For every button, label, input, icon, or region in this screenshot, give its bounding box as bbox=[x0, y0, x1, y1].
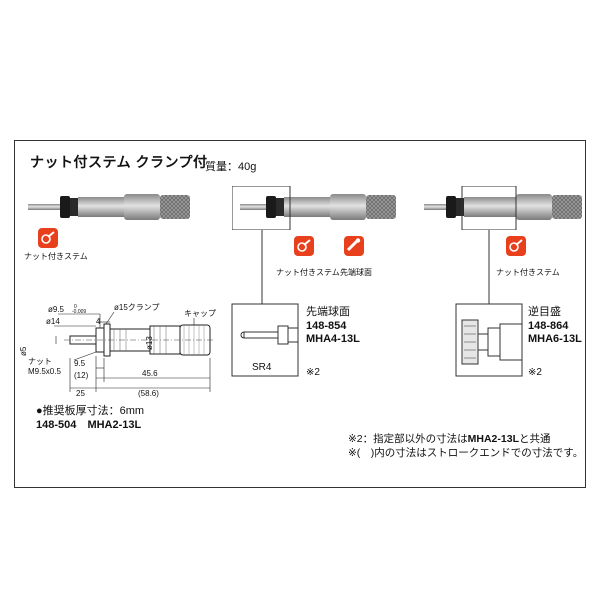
recommend-model: MHA2-13L bbox=[87, 419, 142, 431]
variant-2-code: 148-864 bbox=[528, 320, 569, 332]
micrometer-head-photo-reverse bbox=[424, 186, 582, 230]
dim-dia-9-5: ø9.5 bbox=[48, 305, 65, 314]
variant-1-title: 先端球面 bbox=[306, 306, 350, 318]
nut-stem-icon-1 bbox=[38, 228, 58, 248]
footnote-1: ※2：指定部以外の寸法はMHA2-13Lと共通 bbox=[348, 432, 550, 446]
recommended-plate-thickness: ●推奨板厚寸法：6mm 148-504 MHA2-13L bbox=[36, 402, 144, 431]
dim-45-6: 45.6 bbox=[142, 369, 158, 378]
dim-nut-thread: M9.5x0.5 bbox=[28, 367, 61, 376]
spherical-tip-label: 先端球面 bbox=[340, 268, 372, 277]
variant-2-title: 逆目盛 bbox=[528, 306, 561, 318]
variant-1-model: MHA4-13L bbox=[306, 333, 360, 345]
dim-12: (12) bbox=[74, 371, 89, 380]
footnote-1-post: と共通 bbox=[518, 433, 551, 445]
weight-label: 質量：40g bbox=[205, 161, 257, 173]
variant-1-radius: SR4 bbox=[252, 362, 272, 373]
variant-2-note-mark: ※2 bbox=[528, 367, 542, 378]
footnote-1-pre: ※2：指定部以外の寸法は bbox=[348, 433, 468, 445]
footnote-2: ※( )内の寸法はストロークエンドでの寸法です。 bbox=[348, 447, 584, 459]
nut-stem-label-3: ナット付きステム bbox=[496, 268, 560, 277]
recommend-code: 148-504 bbox=[36, 419, 77, 431]
product-frame bbox=[14, 140, 586, 488]
nut-stem-label-1: ナット付きステム bbox=[24, 252, 88, 261]
micrometer-head-photo-spherical bbox=[232, 186, 396, 230]
dim-cap: キャップ bbox=[184, 309, 216, 318]
dim-58-6: (58.6) bbox=[138, 389, 159, 398]
recommend-text: ●推奨板厚寸法：6mm bbox=[36, 405, 145, 417]
nut-stem-icon-3 bbox=[506, 236, 526, 256]
micrometer-head-photo-main bbox=[28, 194, 190, 220]
variant-1-note-mark: ※2 bbox=[306, 367, 320, 378]
nut-stem-label-2: ナット付きステム bbox=[276, 268, 340, 277]
nut-stem-icon-2 bbox=[294, 236, 314, 256]
dim-tol-lower: -0.009 bbox=[72, 309, 86, 315]
footnote-1-model: MHA2-13L bbox=[467, 433, 519, 445]
dim-tol-upper: 0 bbox=[74, 304, 77, 310]
spherical-tip-icon bbox=[344, 236, 364, 256]
dim-clamp: ø15クランプ bbox=[114, 303, 160, 312]
dim-dia-14: ø14 bbox=[46, 317, 60, 326]
section-heading: ナット付ステム クランプ付 bbox=[30, 154, 208, 170]
dim-nut-label: ナット bbox=[28, 357, 52, 366]
variant-2-model: MHA6-13L bbox=[528, 333, 582, 345]
dim-25: 25 bbox=[76, 389, 85, 398]
dim-dia-13: ø13 bbox=[145, 336, 154, 350]
variant-1-code: 148-854 bbox=[306, 320, 347, 332]
dim-9-5: 9.5 bbox=[74, 359, 86, 368]
dim-4: 4 bbox=[96, 317, 101, 326]
dim-dia-5: ø5 bbox=[19, 346, 28, 356]
dimension-drawing: ø9.5 0 -0.009 ø14 4 ø15クランプ キャップ ø5 ø13 … bbox=[19, 303, 216, 398]
